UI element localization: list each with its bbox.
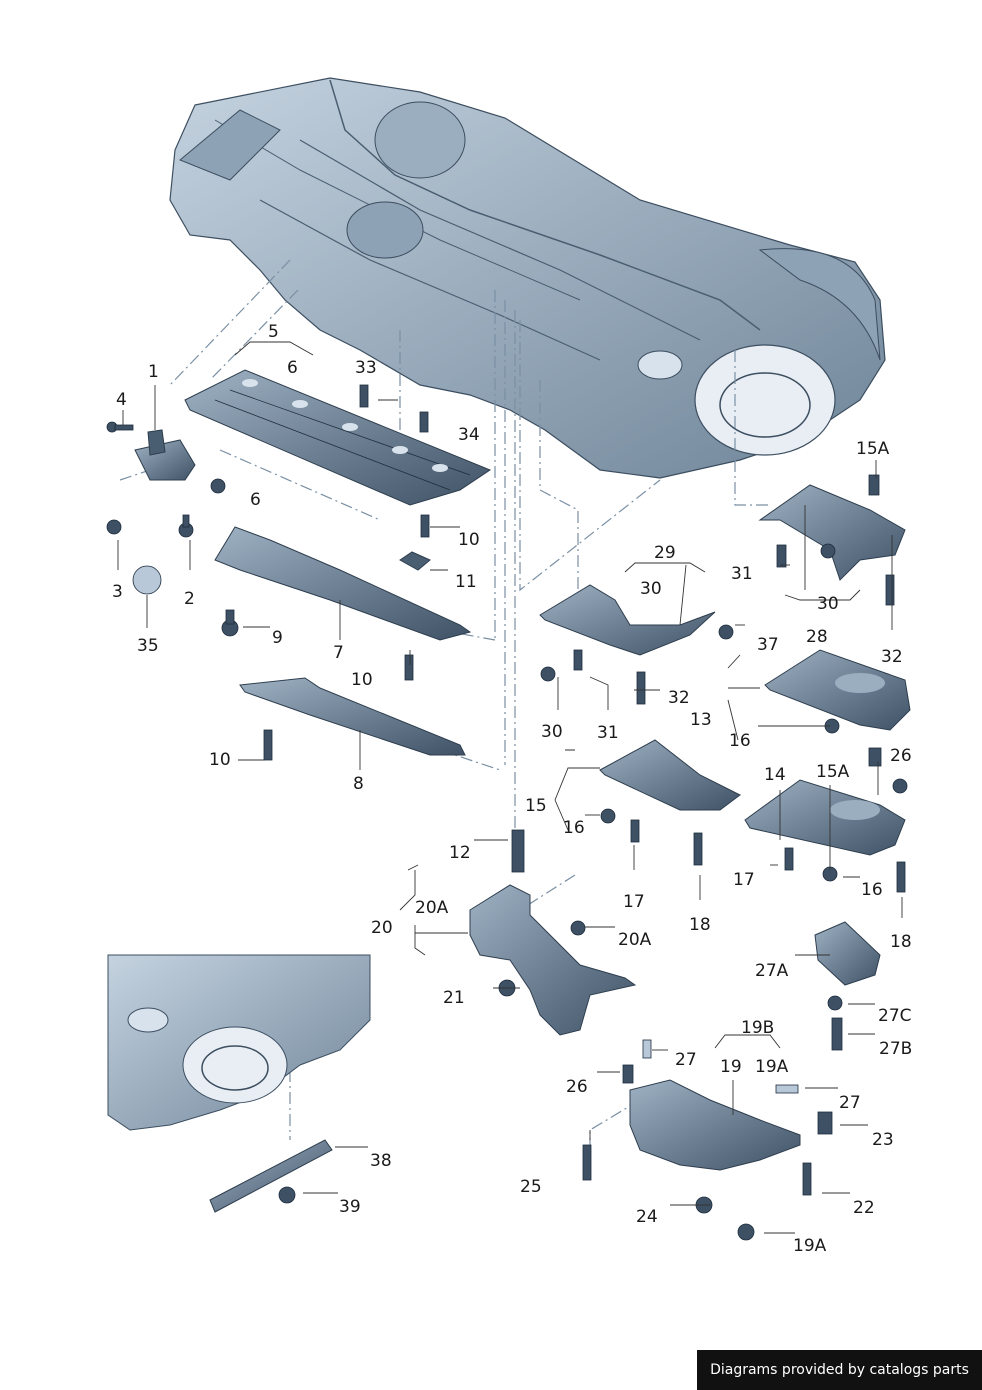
part-15-cover: [599, 739, 741, 811]
callout-14: 14: [764, 765, 786, 785]
callout-16-right: 16: [861, 880, 883, 900]
part-11-clip: [399, 551, 431, 571]
callout-22: 22: [853, 1198, 875, 1218]
part-19-cover: [629, 1079, 801, 1171]
callout-9: 9: [272, 628, 283, 648]
callout-5: 5: [268, 322, 279, 342]
callout-10-mid: 10: [351, 670, 373, 690]
callout-32-right: 32: [881, 647, 903, 667]
part-29-cover: [539, 584, 716, 656]
part-38-strip: [209, 1139, 333, 1213]
callout-24: 24: [636, 1207, 658, 1227]
fasteners: [106, 384, 908, 1241]
inset-detail: [107, 954, 371, 1131]
part-14-cover: [744, 779, 906, 856]
callout-16-mid: 16: [563, 818, 585, 838]
callout-37: 37: [757, 635, 779, 655]
callout-27: 27: [675, 1050, 697, 1070]
part-6-underbody-panel: [184, 369, 492, 506]
callout-18: 18: [689, 915, 711, 935]
callout-2: 2: [184, 589, 195, 609]
callout-15A-mid: 15A: [816, 762, 850, 782]
callout-13: 13: [690, 710, 712, 730]
callout-7: 7: [333, 643, 344, 663]
callout-30-right: 30: [817, 594, 839, 614]
callout-35: 35: [137, 636, 159, 656]
callout-28: 28: [806, 627, 828, 647]
callout-27A: 27A: [755, 961, 789, 981]
callout-27B: 27B: [879, 1039, 913, 1059]
callout-16: 16: [729, 731, 751, 751]
part-20-cover: [469, 884, 637, 1036]
callout-20A: 20A: [415, 898, 449, 918]
callout-31-right: 31: [731, 564, 753, 584]
callout-15: 15: [525, 796, 547, 816]
callout-6-lower: 6: [250, 490, 261, 510]
callout-18-right: 18: [890, 932, 912, 952]
callout-20A-right: 20A: [618, 930, 652, 950]
callout-1: 1: [148, 362, 159, 382]
callout-19: 19: [720, 1057, 742, 1077]
callout-12: 12: [449, 843, 471, 863]
callout-4: 4: [116, 390, 127, 410]
callout-21: 21: [443, 988, 465, 1008]
callout-29: 29: [654, 543, 676, 563]
callout-23: 23: [872, 1130, 894, 1150]
callout-19A-low: 19A: [793, 1236, 827, 1256]
callout-20: 20: [371, 918, 393, 938]
callout-3: 3: [112, 582, 123, 602]
part-27A-bracket: [814, 921, 881, 986]
callout-25: 25: [520, 1177, 542, 1197]
callout-15A: 15A: [856, 439, 890, 459]
callout-27C: 27C: [878, 1006, 912, 1026]
callout-6: 6: [287, 358, 298, 378]
callout-26-lower: 26: [566, 1077, 588, 1097]
footer-credit: Diagrams provided by catalogs parts: [697, 1350, 982, 1390]
callout-26: 26: [890, 746, 912, 766]
callout-19B: 19B: [741, 1018, 775, 1038]
part-8-side-panel: [239, 677, 466, 756]
callout-10-low: 10: [209, 750, 231, 770]
callout-31: 31: [597, 723, 619, 743]
part-7-side-panel: [214, 526, 472, 641]
callout-30: 30: [640, 579, 662, 599]
callout-17: 17: [623, 892, 645, 912]
callout-32: 32: [668, 688, 690, 708]
callout-27-right: 27: [839, 1093, 861, 1113]
callout-30-low: 30: [541, 722, 563, 742]
callout-34: 34: [458, 425, 480, 445]
part-13-cover: [764, 649, 911, 731]
callout-19A: 19A: [755, 1057, 789, 1077]
callout-10: 10: [458, 530, 480, 550]
car-underbody: [169, 77, 886, 479]
callout-8: 8: [353, 774, 364, 794]
callout-38: 38: [370, 1151, 392, 1171]
callout-17-right: 17: [733, 870, 755, 890]
callout-11: 11: [455, 572, 477, 592]
callout-33: 33: [355, 358, 377, 378]
part-1-bracket: [134, 429, 196, 481]
callout-39: 39: [339, 1197, 361, 1217]
label-leaders: [117, 341, 903, 1234]
